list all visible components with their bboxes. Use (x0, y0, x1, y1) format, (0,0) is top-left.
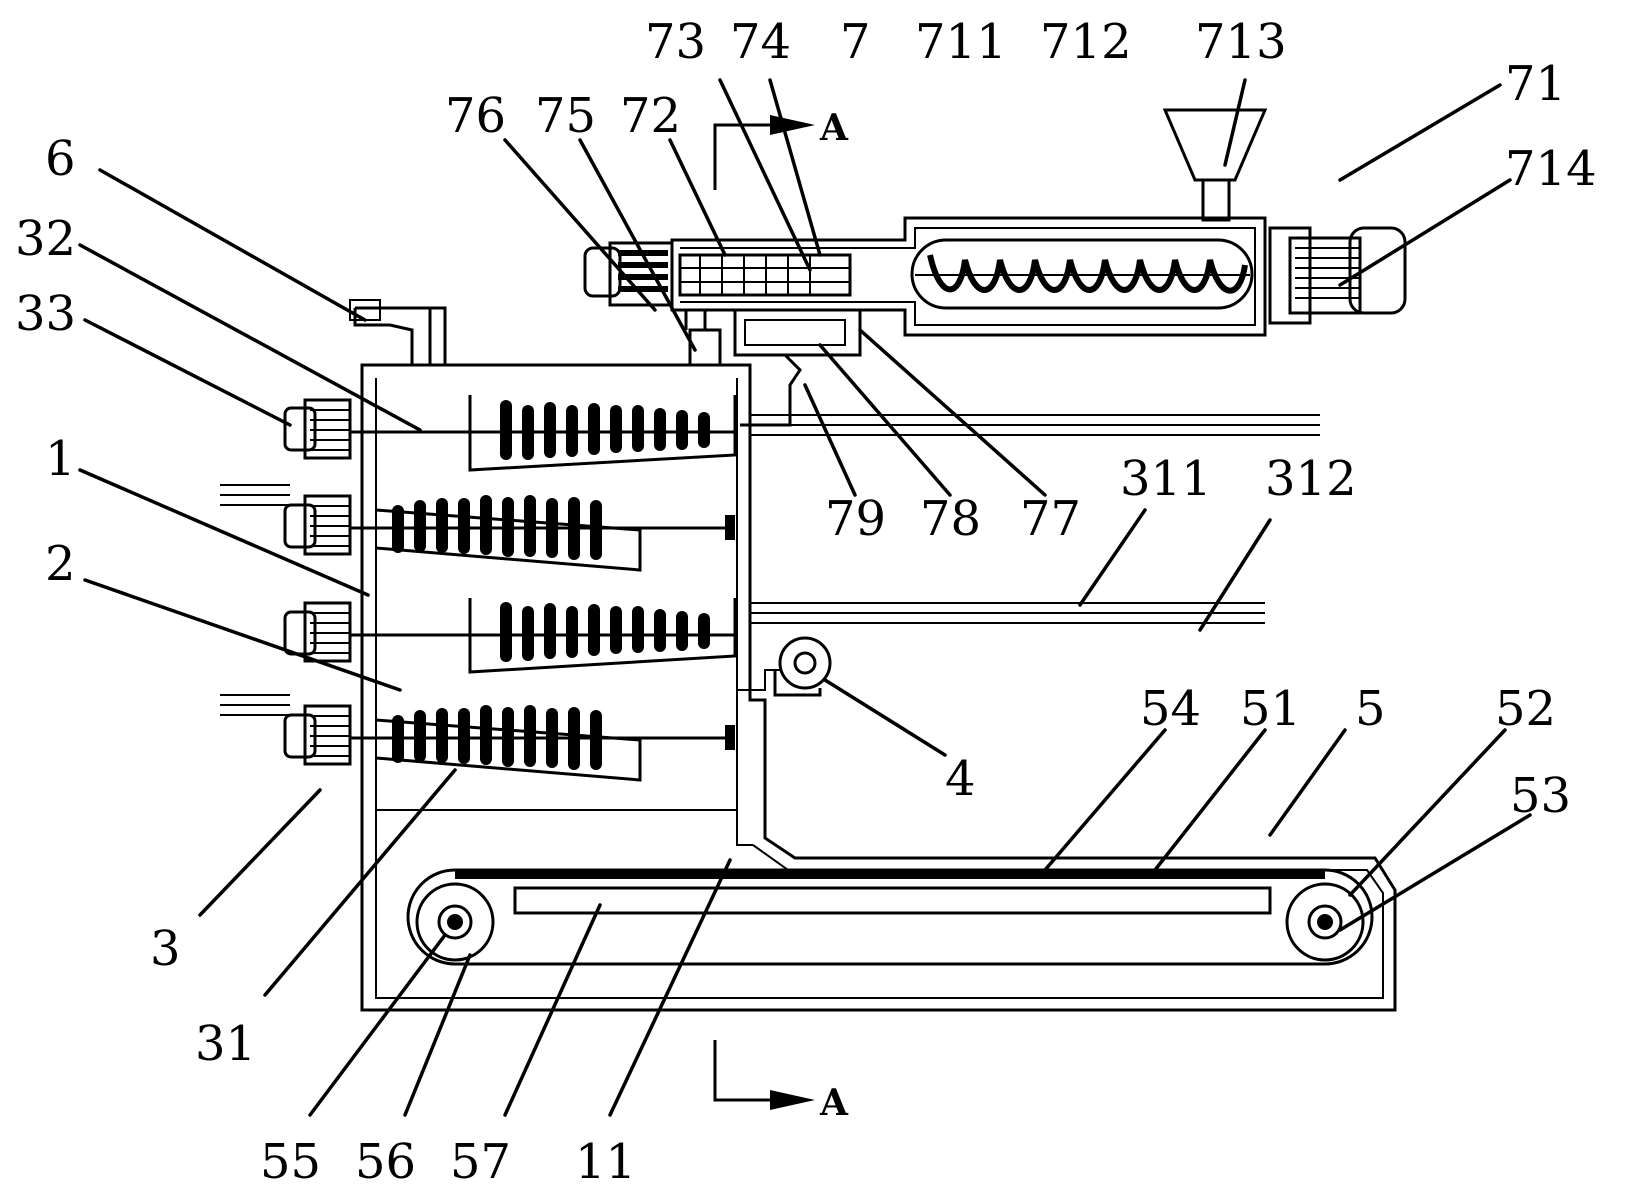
label-51: 51 (1240, 681, 1301, 737)
label-32: 32 (15, 211, 76, 267)
label-312: 312 (1265, 451, 1357, 507)
fan (737, 636, 832, 697)
label-311: 311 (1120, 451, 1212, 507)
label-71: 71 (1505, 56, 1566, 112)
label-3: 3 (150, 921, 181, 977)
label-6: 6 (45, 131, 76, 187)
leader-lines (78, 78, 1532, 1117)
label-711: 711 (915, 14, 1007, 70)
screw-row-2 (220, 484, 735, 572)
label-79: 79 (825, 491, 886, 547)
screw-row-4 (220, 694, 735, 782)
screw-row-3 (283, 598, 1265, 674)
section-label-bottom: A (819, 1082, 849, 1124)
conveyor-belt (406, 868, 1374, 966)
frame-inner-outline (375, 378, 1384, 999)
label-1: 1 (45, 431, 76, 487)
motor-coils (1288, 236, 1362, 315)
label-78: 78 (920, 491, 981, 547)
section-label-top: A (819, 107, 849, 149)
label-76: 76 (445, 88, 506, 144)
label-33: 33 (15, 286, 76, 342)
frame-outline (360, 363, 1397, 1012)
left-motor-cap (583, 246, 622, 298)
conveyor (406, 868, 1374, 966)
label-75: 75 (535, 88, 596, 144)
support-plate (513, 886, 1272, 915)
label-77: 77 (1020, 491, 1081, 547)
label-56: 56 (355, 1134, 416, 1190)
label-713: 713 (1195, 14, 1287, 70)
motor-flange (1268, 226, 1312, 325)
label-11: 11 (575, 1134, 636, 1190)
label-712: 712 (1040, 14, 1132, 70)
label-55: 55 (260, 1134, 321, 1190)
roller-left (415, 882, 495, 962)
label-74: 74 (730, 14, 791, 70)
nozzle (740, 353, 802, 427)
label-7: 7 (840, 14, 871, 70)
bearing (725, 515, 735, 540)
left-motor-body (608, 241, 674, 307)
cone (468, 395, 737, 472)
label-57: 57 (450, 1134, 511, 1190)
label-2: 2 (45, 536, 76, 592)
part-labels: 76 75 72 73 74 7 711 712 713 71 714 6 32… (15, 14, 1597, 1190)
label-31: 31 (195, 1016, 256, 1072)
screw (910, 238, 1254, 310)
part-6-hook (353, 306, 447, 365)
label-52: 52 (1495, 681, 1556, 737)
frame-inner-wall (736, 378, 753, 846)
label-4: 4 (945, 751, 976, 807)
label-5: 5 (1355, 681, 1386, 737)
roller-right (1285, 882, 1365, 962)
motor-cap (1348, 226, 1407, 315)
label-54: 54 (1140, 681, 1201, 737)
screw-row-1 (283, 395, 1320, 472)
label-53: 53 (1510, 768, 1571, 824)
extruder (583, 108, 1407, 427)
bearing (725, 725, 735, 750)
hopper (1162, 108, 1268, 182)
cone (468, 598, 737, 674)
label-72: 72 (620, 88, 681, 144)
screw-rows (220, 395, 1320, 782)
label-73: 73 (645, 14, 706, 70)
label-714: 714 (1505, 141, 1597, 197)
die-plate (733, 308, 862, 357)
